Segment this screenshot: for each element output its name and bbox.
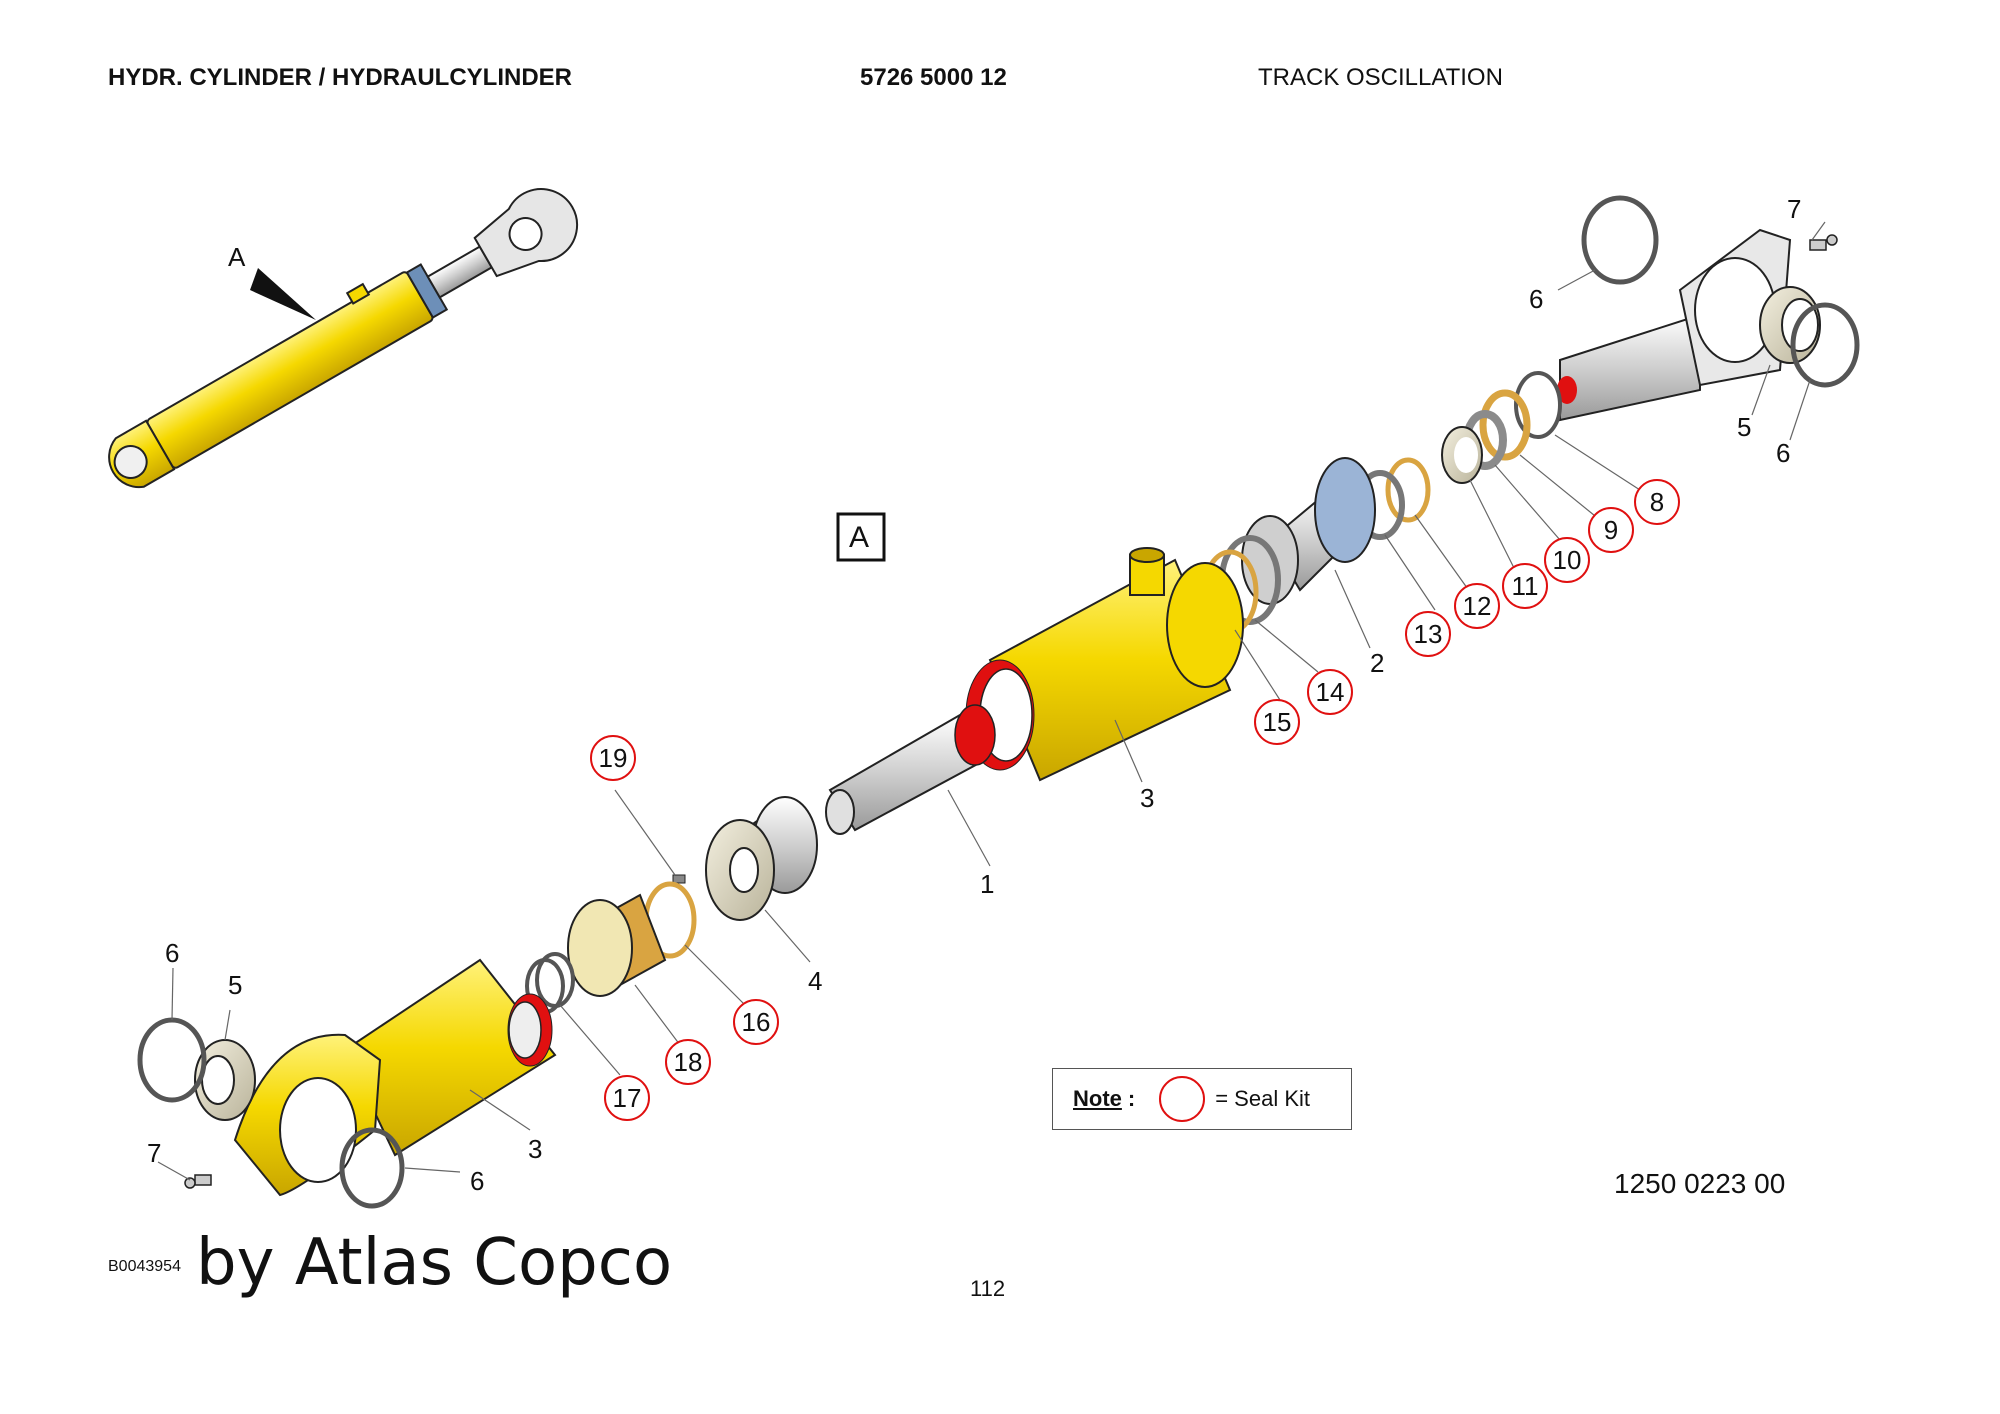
guide-ring-18 — [567, 893, 667, 997]
label-15: 15 — [1263, 707, 1292, 737]
circlip-6-top-b — [1790, 302, 1860, 388]
label-6-top-b: 6 — [1776, 438, 1790, 468]
seal-kit-note: Note : = Seal Kit — [1052, 1068, 1352, 1130]
drawing-number: 1250 0223 00 — [1614, 1168, 1786, 1199]
bushing-5-bottom — [194, 1039, 256, 1121]
label-3-bottom: 3 — [528, 1134, 542, 1164]
reference-code: B0043954 — [108, 1258, 181, 1275]
label-3-top: 3 — [1140, 783, 1154, 813]
seal-kit-ring-icon — [1159, 1076, 1206, 1122]
piston-rod-1 — [825, 704, 996, 835]
label-18: 18 — [674, 1047, 703, 1077]
view-marker-a: A — [228, 242, 246, 272]
label-8: 8 — [1650, 487, 1664, 517]
document-title: HYDR. CYLINDER / HYDRAULCYLINDER — [108, 64, 573, 91]
view-arrow — [250, 268, 316, 320]
page-number: 112 — [970, 1276, 1006, 1301]
label-7-top: 7 — [1787, 194, 1801, 224]
circlip-6-bottom-b — [339, 1127, 405, 1209]
label-9: 9 — [1604, 515, 1618, 545]
label-17: 17 — [613, 1083, 642, 1113]
label-11: 11 — [1512, 571, 1539, 601]
piston-4 — [705, 796, 818, 921]
barrel-3 — [965, 547, 1244, 782]
label-14: 14 — [1316, 677, 1345, 707]
label-6-bottom-b: 6 — [470, 1166, 484, 1196]
grease-nipple-7-top — [1809, 234, 1838, 251]
part-number: 5726 5000 12 — [860, 64, 1007, 91]
view-a-label: A — [849, 521, 869, 554]
note-text: = Seal Kit — [1215, 1086, 1310, 1111]
barrel-3-bottom — [233, 958, 557, 1197]
overview-assembly: A — [108, 188, 579, 489]
seal-kit-markers — [590, 479, 1680, 1121]
bushing-5-top — [1759, 286, 1821, 364]
note-label: Note — [1073, 1086, 1122, 1111]
label-10: 10 — [1553, 545, 1582, 575]
label-5-top: 5 — [1737, 412, 1751, 442]
note-colon: : — [1127, 1086, 1136, 1111]
rod-eye — [1557, 228, 1792, 422]
label-5-bottom: 5 — [228, 970, 242, 1000]
leader-lines — [157, 221, 1826, 1181]
label-1: 1 — [980, 869, 994, 899]
label-19: 19 — [599, 743, 628, 773]
label-12: 12 — [1463, 591, 1492, 621]
seal-kit-labels: 8 9 10 11 12 13 14 15 19 16 18 17 — [599, 487, 1665, 1113]
label-7-bottom: 7 — [147, 1138, 161, 1168]
set-screw-19 — [672, 874, 686, 884]
watermark: by Atlas Copco — [196, 1226, 673, 1300]
seal-stack-8-13 — [1355, 371, 1562, 540]
view-a-box — [836, 512, 886, 562]
label-2: 2 — [1370, 648, 1384, 678]
label-16: 16 — [742, 1007, 771, 1037]
grease-nipple-7-bottom — [184, 1174, 212, 1189]
label-6-top-a: 6 — [1529, 284, 1543, 314]
label-4: 4 — [808, 966, 822, 996]
section-title: TRACK OSCILLATION — [1258, 64, 1503, 91]
gland-2 — [1241, 457, 1376, 605]
circlip-6-top-a — [1581, 195, 1659, 285]
part-labels: 7 6 5 6 2 3 1 4 6 5 7 3 6 — [147, 194, 1801, 1196]
label-6-bottom-a: 6 — [165, 938, 179, 968]
circlip-6-bottom-a — [137, 1017, 207, 1103]
label-13: 13 — [1414, 619, 1443, 649]
